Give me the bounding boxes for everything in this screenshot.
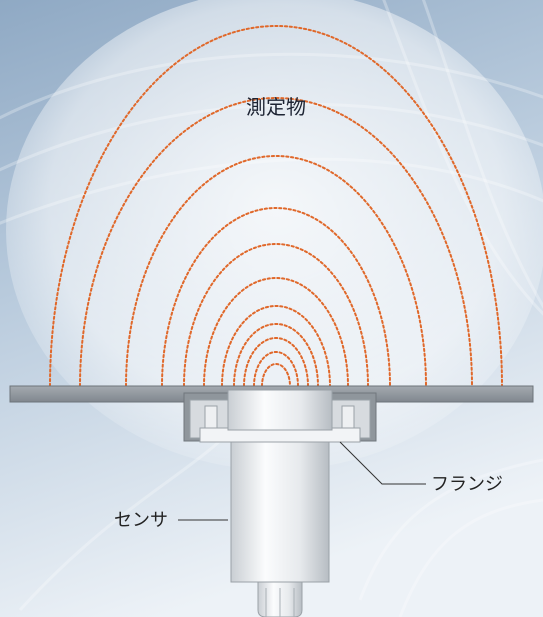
leader-lines	[178, 441, 426, 521]
field-arc	[253, 350, 299, 387]
sensor-housing	[230, 441, 330, 583]
flange-leader	[339, 441, 426, 485]
field-arc	[233, 322, 319, 387]
field-arc	[183, 242, 369, 387]
field-arc	[261, 362, 291, 387]
field-glow	[6, 0, 543, 470]
field-arc	[161, 206, 391, 387]
target-label: 測定物	[246, 95, 306, 119]
flange-label: フランジ	[431, 474, 503, 495]
sensor-body	[227, 389, 333, 617]
field-lines	[49, 24, 503, 387]
field-arc	[125, 154, 427, 387]
field-arc	[221, 304, 331, 387]
field-arc	[49, 24, 503, 387]
sensor-label: センサ	[114, 510, 168, 531]
sensor-head	[227, 389, 333, 431]
field-arc	[79, 96, 473, 387]
field-arc	[243, 336, 309, 387]
